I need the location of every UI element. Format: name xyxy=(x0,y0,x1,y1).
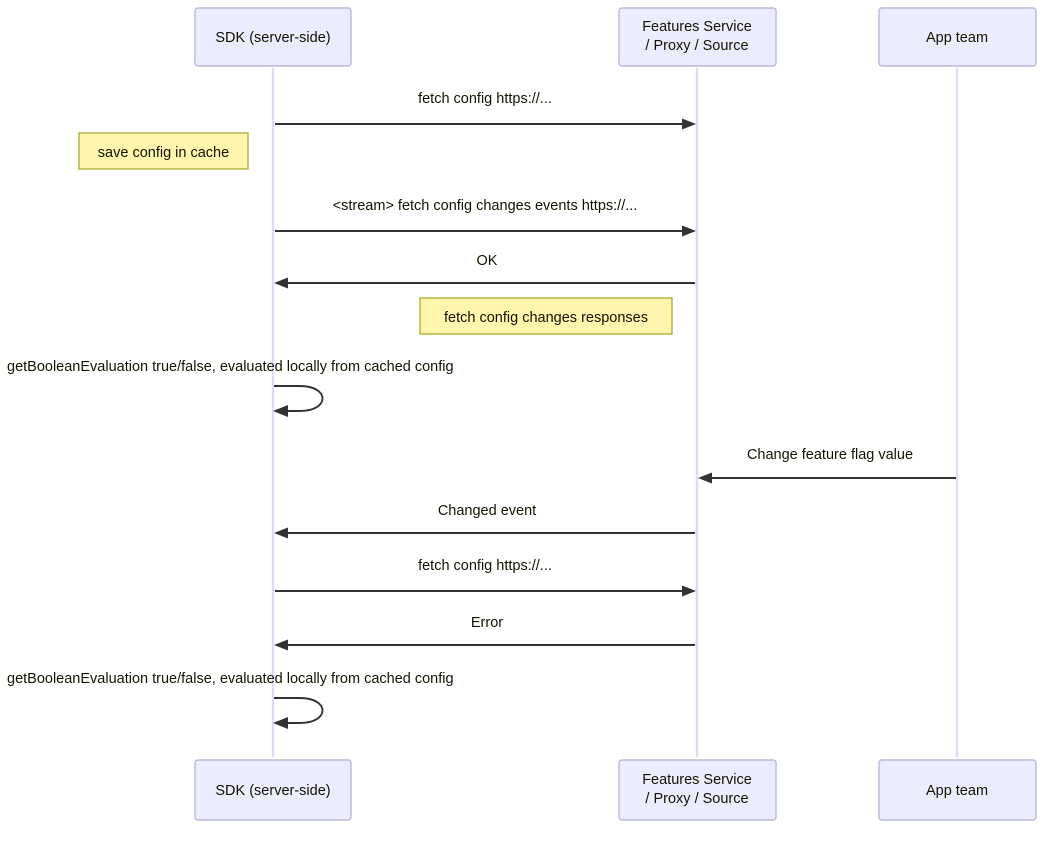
note-rect xyxy=(78,132,249,170)
participant-label-sdk-top: SDK (server-side) xyxy=(215,30,330,46)
self-loop-path xyxy=(274,697,324,724)
messages: fetch config https://... <stream> fetch … xyxy=(7,91,956,729)
participant-box-sdk-bottom[interactable]: SDK (server-side) xyxy=(194,759,352,821)
participant-label-appteam-top: App team xyxy=(926,30,988,46)
participant-rect xyxy=(618,759,777,821)
message-label: Changed event xyxy=(438,503,536,519)
note-text: fetch config changes responses xyxy=(444,310,648,326)
participants-bottom: SDK (server-side) Features Service / Pro… xyxy=(194,759,1037,821)
arrow-head-left xyxy=(274,277,288,289)
participant-label-sdk-bottom: SDK (server-side) xyxy=(215,783,330,799)
arrow-head-left xyxy=(274,639,288,651)
participants-top: SDK (server-side) Features Service / Pro… xyxy=(194,7,1037,67)
message-label: OK xyxy=(477,253,498,269)
participant-rect xyxy=(194,759,352,821)
message-ok[interactable]: OK xyxy=(274,253,695,289)
message-label: Change feature flag value xyxy=(747,447,913,463)
arrow-head-left xyxy=(274,527,288,539)
participant-box-appteam-bottom[interactable]: App team xyxy=(878,759,1037,821)
notes: save config in cache fetch config change… xyxy=(78,132,673,335)
note-save-config-in-cache[interactable]: save config in cache xyxy=(78,132,249,170)
arrow-head-left xyxy=(698,472,712,484)
message-get-boolean-evaluation-2[interactable]: getBooleanEvaluation true/false, evaluat… xyxy=(7,671,454,729)
participant-rect xyxy=(878,7,1037,67)
participant-label-features-bottom-line2: / Proxy / Source xyxy=(645,791,748,807)
message-stream-fetch-config-changes[interactable]: <stream> fetch config changes events htt… xyxy=(275,198,696,237)
message-label: getBooleanEvaluation true/false, evaluat… xyxy=(7,671,454,687)
arrow-head-right xyxy=(682,585,696,597)
note-fetch-config-changes-responses[interactable]: fetch config changes responses xyxy=(419,297,673,335)
message-label: fetch config https://... xyxy=(418,91,552,107)
message-fetch-config-1[interactable]: fetch config https://... xyxy=(275,91,696,130)
arrow-head-left xyxy=(273,717,288,729)
message-label: Error xyxy=(471,615,503,631)
arrow-head-right xyxy=(682,118,696,130)
participant-label-features-bottom-line1: Features Service xyxy=(642,772,752,788)
participant-box-sdk-top[interactable]: SDK (server-side) xyxy=(194,7,352,67)
lifelines xyxy=(271,68,959,757)
participant-rect xyxy=(194,7,352,67)
self-loop-path xyxy=(274,385,324,412)
message-get-boolean-evaluation-1[interactable]: getBooleanEvaluation true/false, evaluat… xyxy=(7,359,454,417)
note-text: save config in cache xyxy=(98,145,229,161)
participant-box-features-top[interactable]: Features Service / Proxy / Source xyxy=(618,7,777,67)
arrow-head-right xyxy=(682,225,696,237)
note-rect xyxy=(419,297,673,335)
message-label: fetch config https://... xyxy=(418,558,552,574)
message-label: <stream> fetch config changes events htt… xyxy=(333,198,638,214)
participant-rect xyxy=(878,759,1037,821)
participant-box-appteam-top[interactable]: App team xyxy=(878,7,1037,67)
message-error[interactable]: Error xyxy=(274,615,695,651)
participant-box-features-bottom[interactable]: Features Service / Proxy / Source xyxy=(618,759,777,821)
message-label: getBooleanEvaluation true/false, evaluat… xyxy=(7,359,454,375)
participant-label-features-top-line1: Features Service xyxy=(642,19,752,35)
message-change-feature-flag-value[interactable]: Change feature flag value xyxy=(698,447,956,484)
message-fetch-config-2[interactable]: fetch config https://... xyxy=(275,558,696,597)
participant-rect xyxy=(618,7,777,67)
participant-label-appteam-bottom: App team xyxy=(926,783,988,799)
message-changed-event[interactable]: Changed event xyxy=(274,503,695,539)
arrow-head-left xyxy=(273,405,288,417)
participant-label-features-top-line2: / Proxy / Source xyxy=(645,38,748,54)
